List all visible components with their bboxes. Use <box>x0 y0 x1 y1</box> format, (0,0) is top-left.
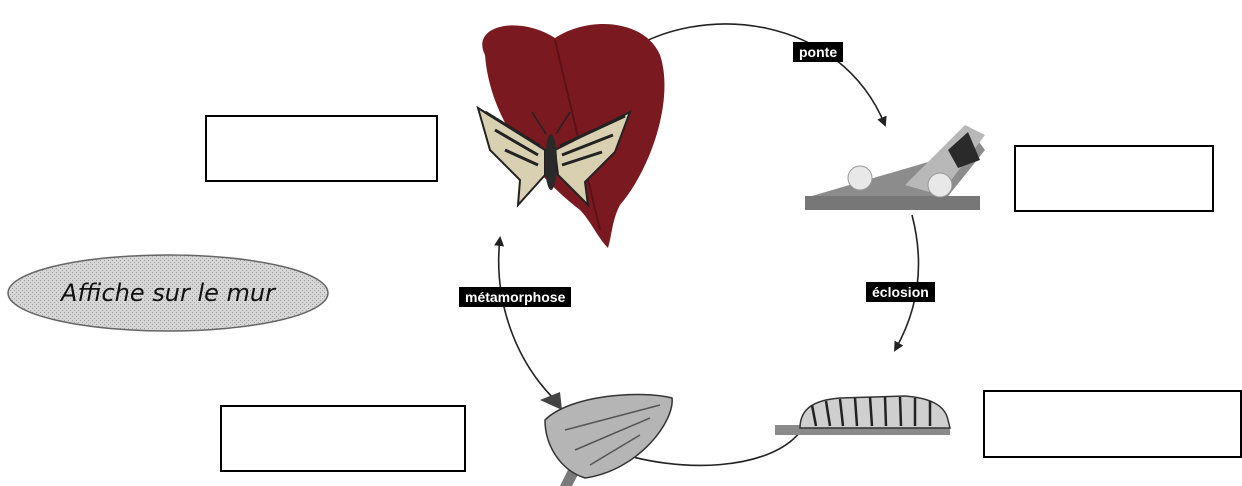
answer-box-eggs[interactable] <box>1014 145 1214 212</box>
chrysalis-image <box>540 392 672 486</box>
eggs-on-twig-image <box>805 125 985 210</box>
label-metamorphose: métamorphose <box>459 287 571 307</box>
arrow-metamorphose <box>499 238 555 400</box>
answer-box-butterfly[interactable] <box>205 115 438 182</box>
poster-badge-text: Affiche sur le mur <box>8 255 328 331</box>
answer-box-caterpillar[interactable] <box>983 390 1242 458</box>
egg-icon <box>928 173 952 197</box>
caterpillar-icon <box>800 396 950 428</box>
answer-box-chrysalis[interactable] <box>220 405 466 472</box>
label-eclosion: éclosion <box>866 282 935 302</box>
butterfly-on-leaf-image <box>478 24 664 248</box>
egg-icon <box>848 166 872 190</box>
label-ponte: ponte <box>793 42 843 62</box>
caterpillar-image <box>775 396 950 435</box>
